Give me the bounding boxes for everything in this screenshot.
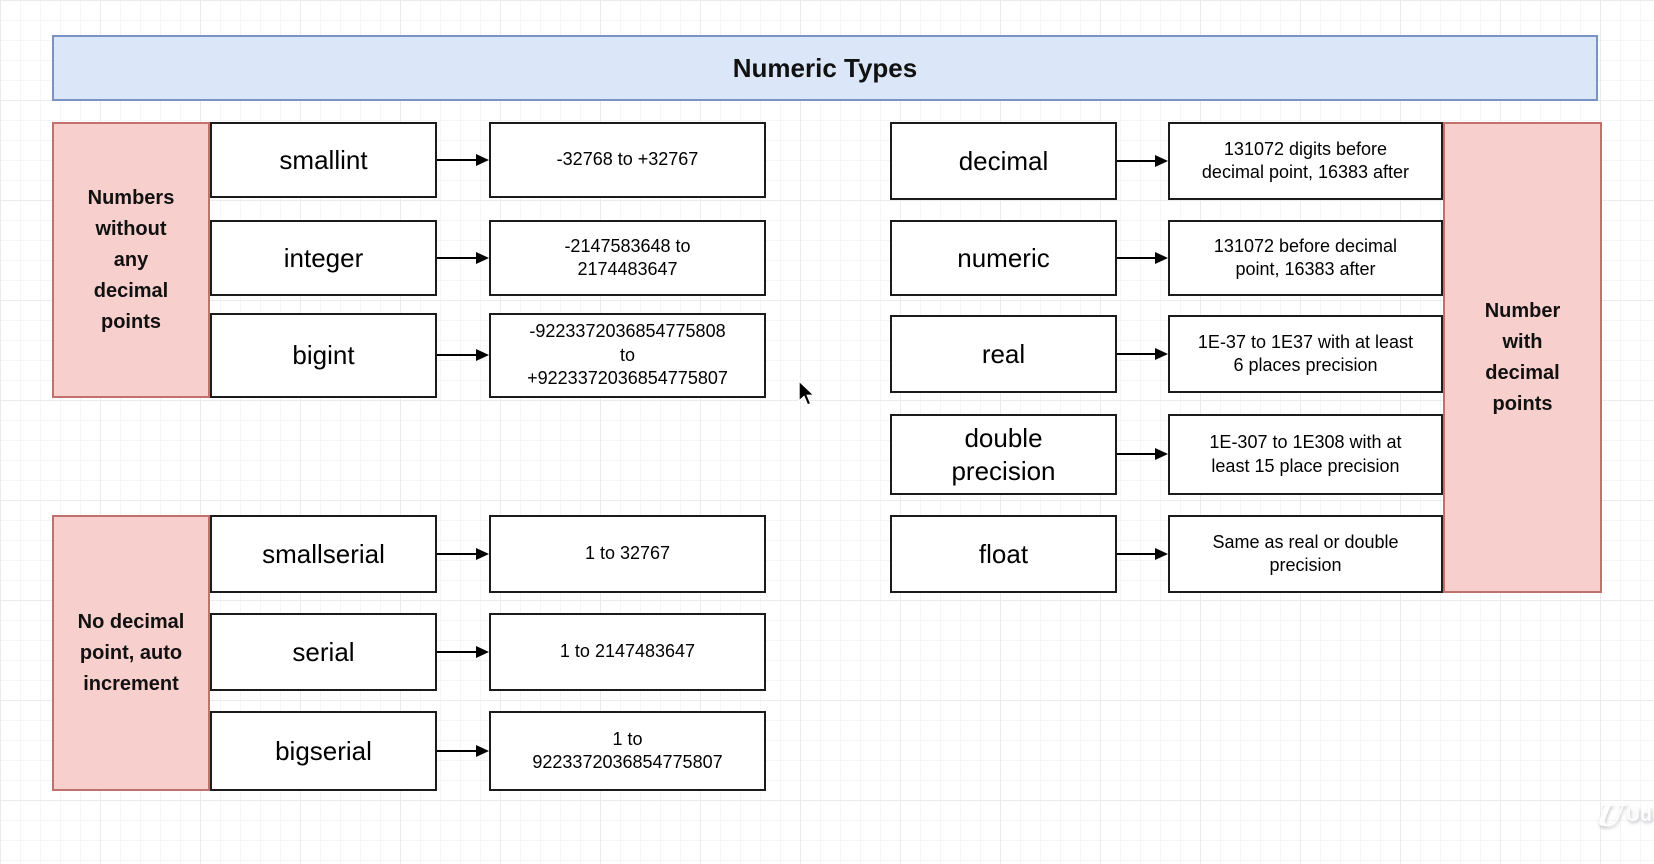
range-node-real: 1E-37 to 1E37 with at least 6 places pre… [1168, 315, 1443, 393]
range-node-decimal: 131072 digits before decimal point, 1638… [1168, 122, 1443, 200]
udemy-logo-icon: U [1593, 798, 1627, 834]
type-node-bigint: bigint [210, 313, 437, 398]
range-node-bigserial: 1 to 9223372036854775807 [489, 711, 766, 791]
udemy-watermark: U Ude [1593, 794, 1654, 838]
range-node-float: Same as real or double precision [1168, 515, 1443, 593]
type-node-integer: integer [210, 220, 437, 296]
connector-arrow-double-precision [1117, 448, 1168, 460]
type-node-smallint: smallint [210, 122, 437, 198]
type-node-decimal: decimal [890, 122, 1117, 200]
mouse-cursor-icon [798, 380, 816, 406]
connector-arrow-integer [437, 252, 489, 264]
range-node-integer: -2147583648 to 2174483647 [489, 220, 766, 296]
type-node-double-precision: double precision [890, 414, 1117, 495]
diagram-title: Numeric Types [732, 52, 918, 83]
connector-arrow-serial [437, 646, 489, 658]
type-node-smallserial: smallserial [210, 515, 437, 593]
connector-arrow-smallserial [437, 548, 489, 560]
range-node-serial: 1 to 2147483647 [489, 613, 766, 691]
connector-arrow-real [1117, 348, 1168, 360]
range-node-smallserial: 1 to 32767 [489, 515, 766, 593]
connector-arrow-bigint [437, 349, 489, 361]
connector-arrow-bigserial [437, 745, 489, 757]
type-node-numeric: numeric [890, 220, 1117, 296]
connector-arrow-decimal [1117, 155, 1168, 167]
range-node-numeric: 131072 before decimal point, 16383 after [1168, 220, 1443, 296]
type-node-float: float [890, 515, 1117, 593]
range-node-smallint: -32768 to +32767 [489, 122, 766, 198]
group-label-serials: No decimal point, auto increment [52, 515, 210, 791]
range-node-double-precision: 1E-307 to 1E308 with at least 15 place p… [1168, 414, 1443, 495]
title-banner: Numeric Types [52, 35, 1598, 101]
range-node-bigint: -9223372036854775808 to +922337203685477… [489, 313, 766, 398]
connector-arrow-numeric [1117, 252, 1168, 264]
connector-arrow-float [1117, 548, 1168, 560]
type-node-bigserial: bigserial [210, 711, 437, 791]
group-label-decimals: Number with decimal points [1443, 122, 1602, 593]
connector-arrow-smallint [437, 154, 489, 166]
type-node-serial: serial [210, 613, 437, 691]
type-node-real: real [890, 315, 1117, 393]
group-label-integers: Numbers without any decimal points [52, 122, 210, 398]
udemy-watermark-text: Ude [1626, 805, 1654, 826]
